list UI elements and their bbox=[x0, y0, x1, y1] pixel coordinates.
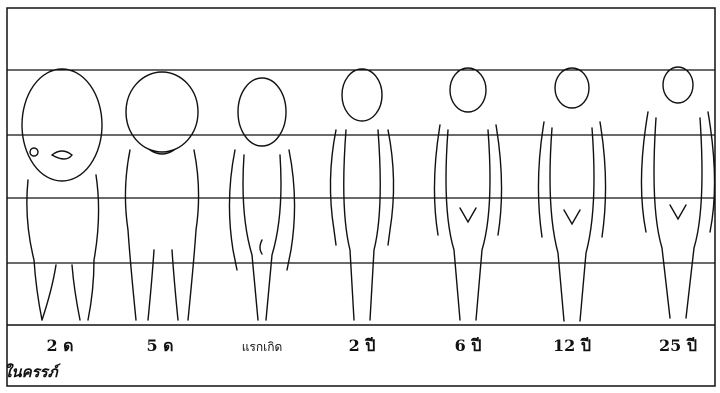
stage-label: 12 ปี bbox=[553, 334, 591, 359]
diagram-border bbox=[7, 8, 715, 386]
stage-label: 2 ด bbox=[46, 334, 73, 359]
fetal-sublabel: ในครรภ์ bbox=[4, 360, 58, 384]
stage-label: 6 ปี bbox=[455, 334, 482, 359]
stage-label: 25 ปี bbox=[659, 334, 697, 359]
figure-fetus-5mo bbox=[125, 72, 198, 320]
figure-2yr bbox=[330, 69, 393, 320]
figure-12yr bbox=[538, 68, 605, 321]
figure-newborn bbox=[229, 78, 294, 320]
figure-25yr bbox=[641, 67, 714, 318]
figure-6yr bbox=[434, 68, 501, 320]
figure-fetus-2mo bbox=[22, 69, 102, 320]
stage-label: 5 ด bbox=[146, 334, 173, 359]
stage-label: แรกเกิด bbox=[242, 338, 283, 357]
stage-label: 2 ปี bbox=[349, 334, 376, 359]
